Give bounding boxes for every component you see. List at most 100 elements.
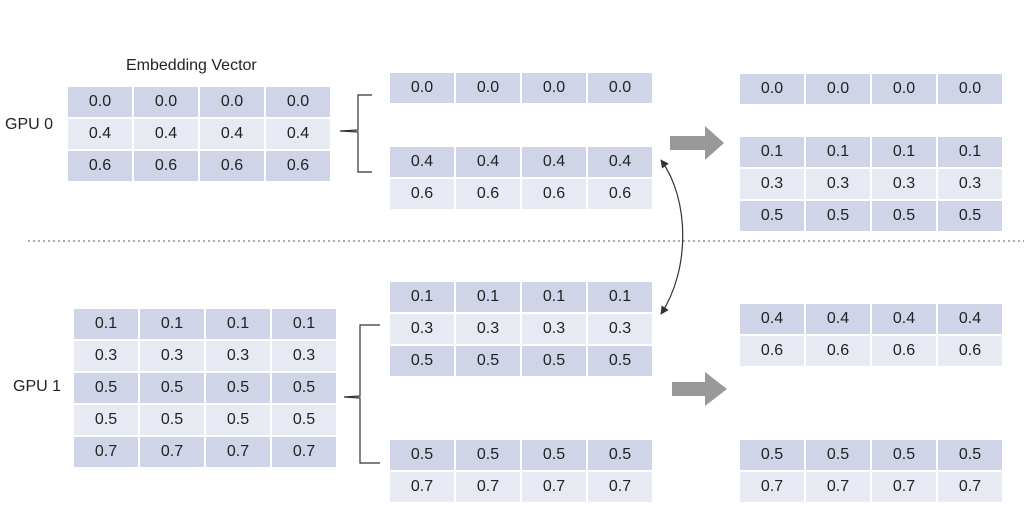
table-cell: 0.7 — [806, 472, 870, 502]
table-cell: 0.5 — [806, 440, 870, 470]
gpu0-result-arrow — [670, 126, 724, 160]
gpu0-label: GPU 0 — [5, 116, 54, 133]
table-cell: 0.7 — [206, 437, 270, 467]
table-cell: 0.5 — [588, 346, 652, 376]
table-cell: 0.6 — [806, 336, 870, 366]
table-cell: 0.3 — [272, 341, 336, 371]
table-cell: 0.7 — [740, 472, 804, 502]
gpu1-result-arrow — [672, 372, 727, 406]
table-cell: 0.4 — [456, 147, 520, 177]
table-cell: 0.4 — [872, 304, 936, 334]
table-cell: 0.3 — [938, 169, 1002, 199]
table-cell: 0.4 — [806, 304, 870, 334]
table-cell: 0.7 — [456, 472, 520, 502]
table-cell: 0.7 — [522, 472, 586, 502]
table-cell: 0.0 — [938, 74, 1002, 104]
table-cell: 0.5 — [522, 440, 586, 470]
table-cell: 0.0 — [806, 74, 870, 104]
table-cell: 0.5 — [74, 405, 138, 435]
table-cell: 0.7 — [74, 437, 138, 467]
table-cell: 0.6 — [390, 179, 454, 209]
table-cell: 0.0 — [456, 73, 520, 103]
table-cell: 0.3 — [206, 341, 270, 371]
table-cell: 0.1 — [806, 137, 870, 167]
table-cell: 0.1 — [140, 309, 204, 339]
table-cell: 0.5 — [740, 201, 804, 231]
table-cell: 0.7 — [938, 472, 1002, 502]
table-cell: 0.0 — [68, 87, 132, 117]
table-cell: 0.0 — [522, 73, 586, 103]
table-cell: 0.4 — [390, 147, 454, 177]
table-cell: 0.5 — [206, 405, 270, 435]
table-cell: 0.7 — [272, 437, 336, 467]
table-cell: 0.3 — [74, 341, 138, 371]
table-cell: 0.6 — [588, 179, 652, 209]
table-cell: 0.5 — [74, 373, 138, 403]
table-cell: 0.6 — [938, 336, 1002, 366]
table-cell: 0.4 — [740, 304, 804, 334]
table-cell: 0.5 — [806, 201, 870, 231]
table-cell: 0.5 — [206, 373, 270, 403]
table-cell: 0.1 — [740, 137, 804, 167]
table-cell: 0.4 — [938, 304, 1002, 334]
table-cell: 0.3 — [140, 341, 204, 371]
table-cell: 0.5 — [140, 373, 204, 403]
table-cell: 0.6 — [740, 336, 804, 366]
table-cell: 0.4 — [266, 119, 330, 149]
table-cell: 0.7 — [872, 472, 936, 502]
table-cell: 0.6 — [266, 151, 330, 181]
table-cell: 0.1 — [588, 282, 652, 312]
table-cell: 0.5 — [272, 405, 336, 435]
table-cell: 0.5 — [272, 373, 336, 403]
table-cell: 0.7 — [390, 472, 454, 502]
table-cell: 0.0 — [134, 87, 198, 117]
table-cell: 0.3 — [390, 314, 454, 344]
table-cell: 0.4 — [134, 119, 198, 149]
table-cell: 0.5 — [588, 440, 652, 470]
table-cell: 0.5 — [872, 440, 936, 470]
table-cell: 0.1 — [522, 282, 586, 312]
table-cell: 0.3 — [522, 314, 586, 344]
table-cell: 0.1 — [74, 309, 138, 339]
table-cell: 0.5 — [872, 201, 936, 231]
table-cell: 0.1 — [206, 309, 270, 339]
table-cell: 0.4 — [200, 119, 264, 149]
table-cell: 0.5 — [456, 346, 520, 376]
gpu1-split-bracket — [343, 324, 380, 464]
table-cell: 0.7 — [588, 472, 652, 502]
table-cell: 0.3 — [588, 314, 652, 344]
table-cell: 0.5 — [938, 440, 1002, 470]
table-cell: 0.1 — [456, 282, 520, 312]
table-cell: 0.3 — [740, 169, 804, 199]
table-cell: 0.4 — [522, 147, 586, 177]
table-cell: 0.0 — [872, 74, 936, 104]
gpu0-split-bracket — [339, 94, 372, 173]
table-cell: 0.1 — [938, 137, 1002, 167]
table-cell: 0.6 — [200, 151, 264, 181]
gpu1-label: GPU 1 — [13, 378, 62, 395]
